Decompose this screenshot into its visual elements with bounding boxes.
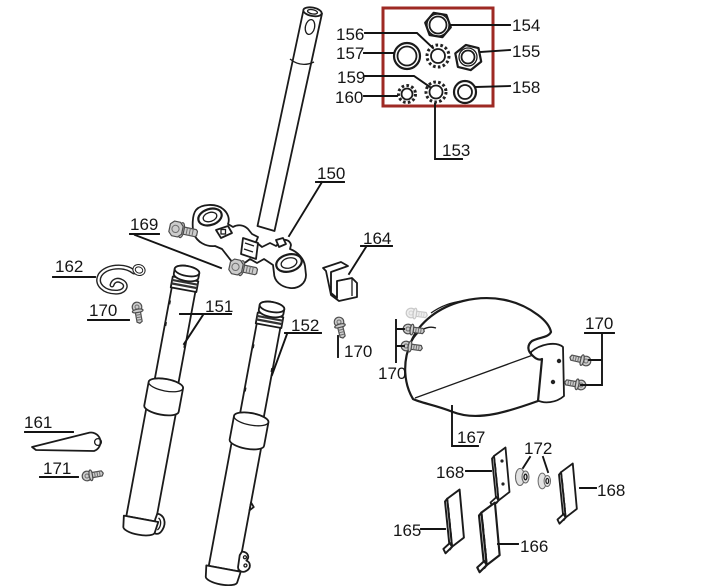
leader-156	[364, 32, 435, 50]
part-152-fork-leg	[204, 300, 286, 586]
label-158: 158	[512, 78, 540, 97]
part-165-plate	[442, 488, 465, 555]
leader-lines	[24, 24, 615, 545]
label-168-right: 168	[597, 481, 625, 500]
label-172: 172	[524, 439, 552, 458]
label-161: 161	[24, 413, 52, 432]
part-154-nut	[424, 11, 452, 39]
part-172-grommet-a	[514, 467, 530, 487]
label-152: 152	[291, 316, 319, 335]
part-171-screw	[80, 467, 105, 483]
label-164: 164	[363, 229, 391, 248]
part-157-ring	[392, 41, 422, 71]
part-164-bracket	[322, 261, 358, 302]
leader-172	[521, 455, 550, 474]
label-167: 167	[457, 428, 485, 447]
leader-153	[434, 103, 463, 160]
part-150-triple-clamp	[191, 204, 307, 289]
part-168-plate-right	[556, 462, 578, 525]
callout-labels: 154 155 158 156 157 159 160 153 150 164 …	[24, 16, 625, 556]
label-166: 166	[520, 537, 548, 556]
leader-155	[479, 48, 512, 54]
highlight-box	[381, 6, 495, 108]
part-170-screw-a	[130, 300, 146, 325]
part-158-ring	[452, 79, 478, 105]
label-170-d: 170	[585, 314, 613, 333]
part-161-lever	[31, 431, 103, 452]
part-170-screw-ghost	[404, 306, 429, 322]
leader-159	[364, 75, 432, 89]
leader-151	[179, 313, 232, 346]
leader-150	[287, 180, 345, 238]
leader-170c	[395, 319, 405, 363]
part-170-screw-f	[563, 376, 588, 392]
part-166-plate	[476, 501, 501, 574]
label-170-b: 170	[344, 342, 372, 361]
part-159-toothed-ring	[424, 80, 448, 104]
label-160: 160	[335, 88, 363, 107]
part-156-toothed-ring	[425, 43, 451, 69]
leader-167	[451, 405, 479, 447]
part-167-fender	[404, 297, 565, 418]
label-162: 162	[55, 257, 83, 276]
label-156: 156	[336, 25, 364, 44]
label-151: 151	[205, 297, 233, 316]
label-153: 153	[442, 141, 470, 160]
label-170-a: 170	[89, 301, 117, 320]
label-171: 171	[43, 459, 71, 478]
part-155-nut	[454, 43, 483, 72]
label-150: 150	[317, 164, 345, 183]
part-170-screw-b	[331, 315, 349, 340]
label-159: 159	[337, 68, 365, 87]
label-168-left: 168	[436, 463, 464, 482]
label-170-c: 170	[378, 364, 406, 383]
part-150-steering-stem	[256, 6, 323, 232]
part-162-hook-clip	[96, 263, 146, 295]
leader-170d	[580, 332, 615, 386]
label-157: 157	[336, 44, 364, 63]
part-168-plate-left	[489, 446, 511, 508]
leader-169	[129, 233, 223, 270]
part-160-ring	[397, 84, 417, 104]
leader-152	[270, 332, 322, 377]
label-169: 169	[130, 215, 158, 234]
part-151-fork-leg	[122, 264, 201, 537]
leader-158	[475, 85, 511, 88]
leader-164	[347, 245, 393, 276]
label-165: 165	[393, 521, 421, 540]
label-155: 155	[512, 42, 540, 61]
label-154: 154	[512, 16, 540, 35]
part-172-grommet-b	[537, 472, 552, 490]
